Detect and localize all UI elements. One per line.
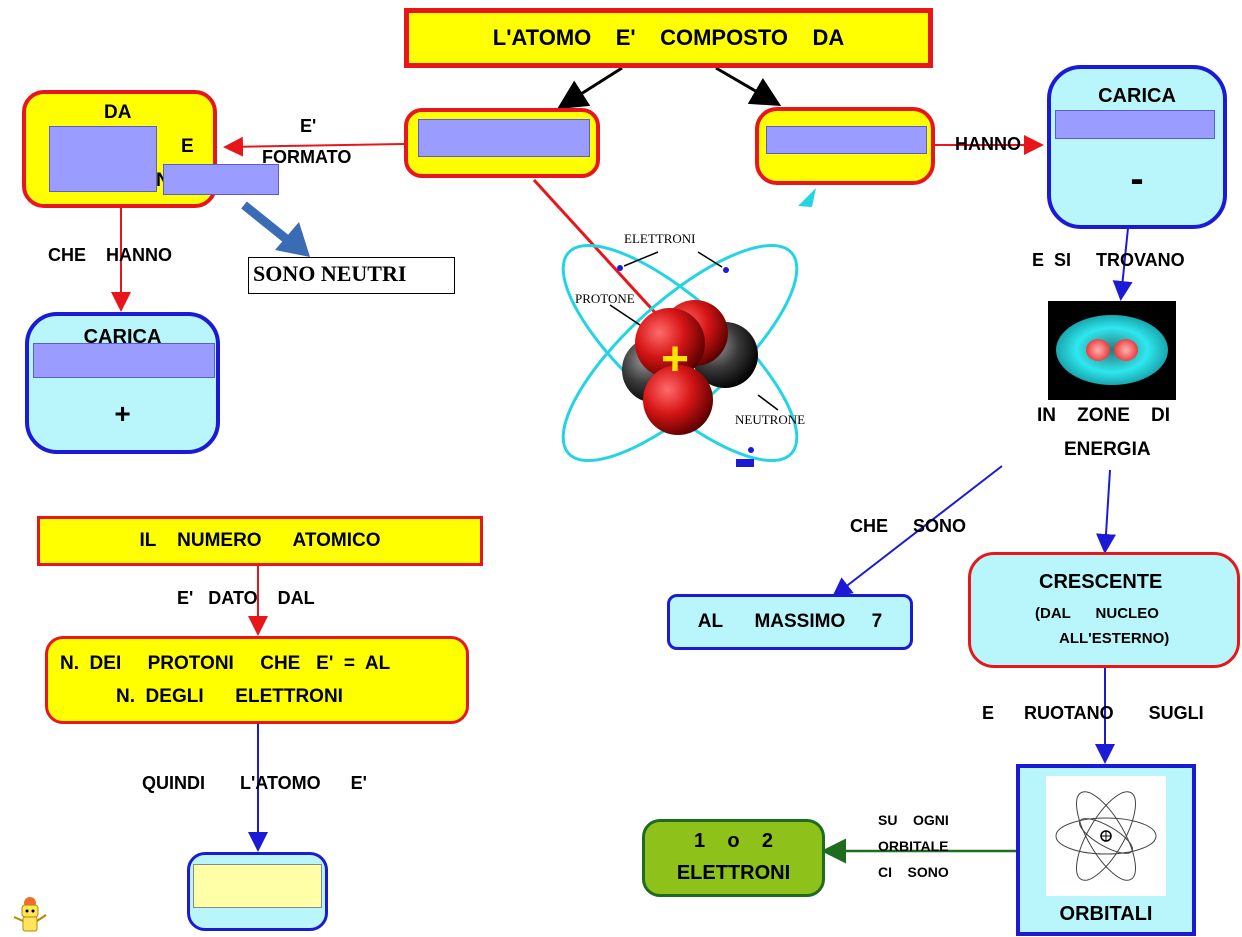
arrow-to-nucleus — [532, 178, 662, 320]
orbitali-image — [1046, 776, 1166, 896]
label-che-sono: CHE SONO — [850, 516, 967, 536]
n-protoni-line1: N. DEI PROTONI CHE E' = AL — [60, 653, 391, 674]
sono-neutri-text: SONO NEUTRI — [253, 261, 407, 286]
carica-pos-title: CARICA — [83, 326, 162, 348]
cyan-triangle-icon — [798, 188, 816, 207]
pointer-neutrone — [757, 394, 779, 411]
elettroni-green-line2: ELETTRONI — [676, 862, 791, 884]
blank-elettroni[interactable] — [766, 126, 927, 154]
blank-carica-pos[interactable] — [33, 343, 215, 378]
atom-label-neutrone: NEUTRONE — [735, 412, 805, 427]
label-in-zone-di: IN ZONE DI — [1037, 405, 1171, 426]
carica-pos-sign: + — [114, 398, 131, 429]
n-protoni-box: N. DEI PROTONI CHE E' = AL N. DEGLI ELET… — [45, 636, 469, 724]
elettroni-green-line1: 1 o 2 — [694, 830, 773, 852]
label-e-formato-2: FORMATO — [262, 147, 352, 167]
arrow-si-trovano — [1112, 227, 1133, 301]
carica-pos-box: CARICA + — [25, 312, 220, 454]
orbitali-box: ORBITALI — [1016, 764, 1196, 936]
atom-label-protone: PROTONE — [575, 291, 635, 306]
e-label: E — [181, 136, 194, 157]
electron-dot-2 — [723, 267, 729, 273]
arrow-to-crescente — [1096, 469, 1116, 554]
proton-3 — [643, 365, 713, 435]
label-orbitale: ORBITALE — [878, 838, 949, 854]
crescente-box: CRESCENTE (DAL NUCLEO ALL'ESTERNO) — [968, 552, 1240, 668]
atom-illustration: ELETTRONI PROTONE NEUTRONE + — [540, 225, 830, 485]
atom-plus: + — [661, 333, 689, 386]
numero-atomico-box: IL NUMERO ATOMICO — [37, 516, 483, 566]
arrow-formato — [223, 136, 405, 157]
label-energia: ENERGIA — [1064, 439, 1151, 460]
electron-dot-1 — [617, 265, 623, 271]
crescente-title: CRESCENTE — [1039, 571, 1163, 593]
n-protoni-line2: N. DEGLI ELETTRONI — [116, 686, 343, 707]
robot-mascot-icon — [10, 895, 50, 937]
label-quindi: QUINDI L'ATOMO E' — [142, 773, 367, 793]
crescente-line2: ALL'ESTERNO) — [1059, 630, 1170, 647]
numero-atomico-text: IL NUMERO ATOMICO — [139, 530, 381, 551]
pointer-protone — [609, 304, 641, 326]
blank-carica-neg[interactable] — [1055, 110, 1215, 139]
title-box: L'ATOMO E' COMPOSTO DA — [404, 8, 933, 68]
proton-2 — [635, 308, 705, 378]
da-label: DA — [104, 102, 132, 123]
al-massimo-box: AL MASSIMO 7 — [667, 594, 913, 650]
orbital-image — [1048, 301, 1176, 400]
crescente-line1: (DAL NUCLEO — [1035, 605, 1159, 622]
blank-nucleo[interactable] — [418, 119, 590, 157]
label-e-dato-dal: E' DATO DAL — [177, 588, 315, 608]
label-e-si-trovano: E SI TROVANO — [1032, 250, 1185, 270]
atom-minus — [736, 459, 754, 467]
title-text: L'ATOMO E' COMPOSTO DA — [492, 25, 845, 50]
atom-svg: ELETTRONI PROTONE NEUTRONE + — [561, 231, 805, 467]
elettroni-green-box: 1 o 2 ELETTRONI — [642, 819, 825, 897]
orbitali-svg — [1055, 791, 1157, 881]
arrow-sono-neutri-head — [275, 222, 310, 257]
label-e-formato-1: E' — [300, 116, 317, 136]
arrow-title-right — [715, 66, 782, 107]
arrow-sono-neutri — [241, 201, 293, 246]
pointer-elettroni-2 — [697, 251, 723, 268]
arrow-che-sono — [831, 465, 1003, 598]
blank-neutroni[interactable] — [163, 164, 279, 195]
label-e-ruotano-sugli: E RUOTANO SUGLI — [982, 703, 1204, 723]
label-su-ogni: SU OGNI — [878, 812, 949, 828]
atom-label-elettroni: ELETTRONI — [624, 231, 695, 246]
pointer-elettroni-1 — [623, 251, 659, 267]
label-ci-sono: CI SONO — [878, 864, 949, 880]
label-hanno: HANNO — [955, 134, 1021, 154]
sono-neutri-box: SONO NEUTRI — [248, 257, 455, 294]
arrow-title-left — [556, 66, 623, 110]
orbitali-label: ORBITALI — [1059, 903, 1153, 925]
blank-protoni[interactable] — [49, 126, 157, 192]
electron-dot-3 — [748, 447, 754, 453]
carica-neg-title: CARICA — [1098, 85, 1176, 107]
al-massimo-text: AL MASSIMO 7 — [697, 611, 883, 632]
label-che-hanno: CHE HANNO — [48, 245, 173, 265]
blank-atomo-answer[interactable] — [193, 864, 322, 908]
carica-neg-sign: - — [1130, 157, 1144, 201]
carica-neg-box: CARICA - — [1047, 65, 1227, 229]
orbit-1 — [561, 243, 799, 463]
